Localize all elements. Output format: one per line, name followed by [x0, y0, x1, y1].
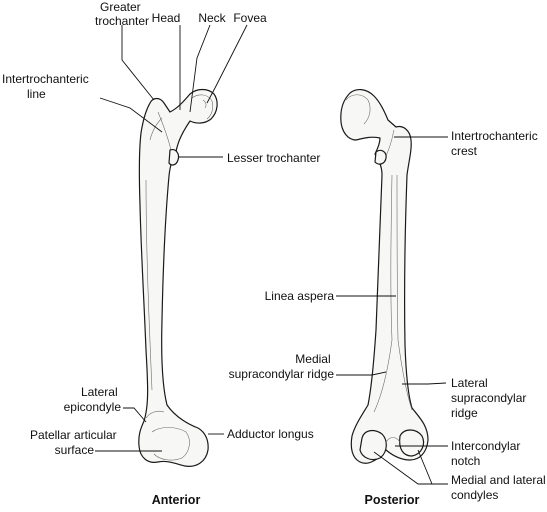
posterior-lesser-trochanter [374, 149, 387, 165]
medial-supracondylar-ridge-line [373, 339, 393, 413]
label-intertrochanteric-crest: Intertrochanteric crest [451, 129, 541, 158]
label-lateral-epicondyle: Lateral epicondyle [64, 385, 122, 414]
label-intercondylar-notch: Intercondylar notch [451, 439, 524, 468]
linea-aspera-ridge-2 [396, 174, 399, 341]
leader-fovea [206, 24, 248, 104]
fovea-pit [202, 99, 207, 109]
linea-aspera-ridge [390, 174, 393, 341]
label-fovea: Fovea [233, 11, 267, 25]
posterior-femur-illustration [340, 89, 429, 464]
lateral-supracondylar-ridge-line [397, 339, 413, 411]
label-neck: Neck [198, 11, 226, 25]
intertrochanteric-line-ridge [157, 111, 172, 151]
label-head: Head [152, 11, 181, 25]
leader-neck [189, 24, 211, 113]
patellar-surface-contour [151, 427, 190, 461]
label-linea-aspera: Linea aspera [265, 289, 335, 303]
leader-condyles-lateral [417, 449, 433, 485]
label-lateral-supracondylar-ridge: Lateral supracondylar ridge [451, 376, 530, 420]
leader-medial-supracondylar-ridge [336, 371, 387, 376]
label-lesser-trochanter: Lesser trochanter [227, 151, 320, 165]
label-medial-and-lateral-condyles: Medial and lateral condyles [451, 473, 547, 502]
anterior-femur-outline [138, 88, 218, 467]
leader-greater-trochanter [121, 25, 155, 101]
posterior-femur-outline [340, 89, 429, 464]
lesser-trochanter-bump [168, 149, 180, 166]
lateral-condyle [399, 429, 425, 457]
view-label-posterior: Posterior [365, 493, 420, 507]
label-medial-supracondylar-ridge: Medial supracondylar ridge [229, 352, 335, 381]
anterior-labels: Greater trochanter Head Neck Fovea Inter… [2, 0, 320, 507]
label-adductor-longus: Adductor longus [227, 427, 314, 441]
leader-lateral-epicondyle [123, 407, 147, 423]
medial-condyle [359, 429, 387, 461]
label-intertrochanteric-line: Intertrochanteric line [2, 72, 92, 101]
anterior-shaft-shading [145, 179, 153, 391]
label-patellar-articular-surface: Patellar articular surface [30, 428, 120, 457]
leader-intertrochanteric-line [99, 97, 163, 133]
view-label-anterior: Anterior [152, 493, 201, 507]
anterior-femur-illustration [138, 88, 218, 467]
leader-lines [95, 24, 448, 485]
epicondyle-contour [145, 410, 165, 419]
leader-condyles-medial [373, 451, 448, 485]
intercondylar-notch-contour [385, 437, 401, 443]
femoral-head-contour [191, 94, 214, 120]
posterior-labels: Intertrochanteric crest Linea aspera Med… [229, 129, 547, 507]
anterior-shaft-shading-2 [149, 117, 163, 141]
leader-lateral-supracondylar-ridge [402, 382, 447, 385]
label-greater-trochanter: Greater trochanter [95, 0, 149, 28]
posterior-head-contour [345, 94, 371, 125]
